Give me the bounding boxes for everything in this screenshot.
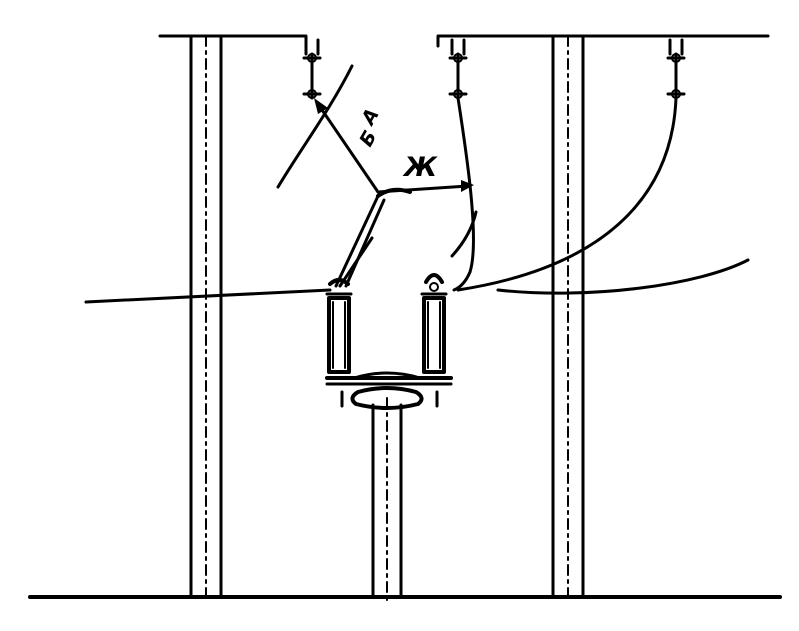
insulator-string-3 xyxy=(666,38,686,100)
insulator-string-2 xyxy=(448,38,468,100)
disconnector-blade xyxy=(334,187,412,288)
right-post-insulator xyxy=(420,273,448,374)
dropper-curves xyxy=(276,64,750,295)
label-b: Б xyxy=(355,127,381,151)
left-post-insulator xyxy=(325,278,353,374)
label-zh: Ж xyxy=(402,152,438,183)
lead-wire xyxy=(84,288,332,304)
left-column xyxy=(189,34,223,599)
center-column xyxy=(371,397,403,605)
base-frame xyxy=(325,371,453,410)
swing-arrows xyxy=(314,98,474,194)
insulator-string-1 xyxy=(302,38,322,100)
label-a: А xyxy=(356,105,383,130)
right-column xyxy=(551,34,585,599)
